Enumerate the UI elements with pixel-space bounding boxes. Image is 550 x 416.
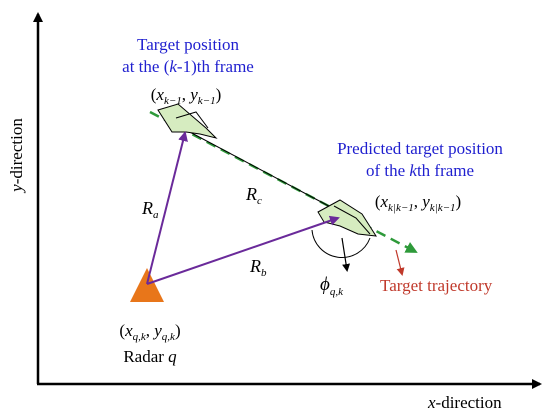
radar-coords: (xq,k, yq,k) bbox=[119, 321, 180, 343]
trajectory-label: Target trajectory bbox=[380, 276, 493, 295]
target-prev-title-line2: at the (k-1)th frame bbox=[122, 57, 254, 76]
x-axis-label: x-direction bbox=[427, 393, 502, 412]
range-ra-line bbox=[146, 131, 188, 285]
range-ra-label: Ra bbox=[141, 198, 159, 221]
target-pred-title-line1: Predicted target position bbox=[337, 139, 503, 158]
target-prev-title-line1: Target position bbox=[137, 35, 239, 54]
range-rb-line bbox=[146, 215, 340, 285]
y-axis-label: y-direction bbox=[7, 118, 26, 194]
target-pred-title-line2: of the kth frame bbox=[366, 161, 474, 180]
range-rc-label: Rc bbox=[245, 184, 262, 207]
radar-label: Radar q bbox=[123, 347, 177, 366]
range-rc-line bbox=[185, 129, 341, 213]
target-prev-icon bbox=[157, 103, 218, 139]
target-prev-coords: (xk−1, yk−1) bbox=[151, 85, 222, 107]
angle-arc bbox=[311, 229, 371, 259]
trajectory-label-pointer bbox=[395, 249, 405, 276]
angle-arrow bbox=[341, 237, 351, 272]
target-pred-coords: (xk|k−1, yk|k−1) bbox=[375, 192, 461, 214]
angle-label: ϕq,k bbox=[320, 274, 344, 298]
radar-icon bbox=[130, 268, 164, 302]
range-rb-label: Rb bbox=[249, 256, 267, 279]
